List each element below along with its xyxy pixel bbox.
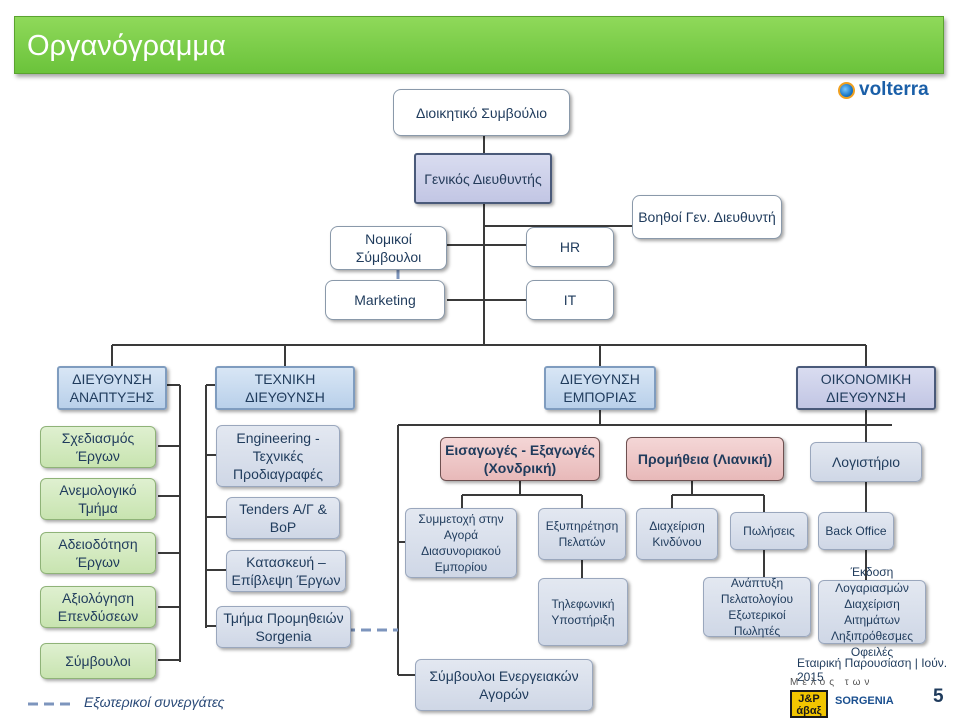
tech-unit-construction: Κατασκευή – Επίβλεψη Έργων <box>226 550 346 592</box>
commercial-customer-service: Εξυπηρέτηση Πελατών <box>538 508 626 560</box>
commercial-cross-border: Συμμετοχή στην Αγορά Διασυνοριακού Εμπορ… <box>405 508 517 578</box>
sorgenia-logo: SORGENIA <box>835 695 894 707</box>
commercial-energy-advisors: Σύμβουλοι Ενεργειακών Αγορών <box>415 659 593 711</box>
commercial-sales: Πωλήσεις <box>730 512 808 550</box>
finance-accounting: Λογιστήριο <box>810 442 922 482</box>
dev-unit-wind: Ανεμολογικό Τμήμα <box>40 478 156 520</box>
volterra-logo: volterra <box>838 79 938 101</box>
directorate-finance: ΟΙΚΟΝΟΜΙΚΗ ΔΙΕΥΘΥΝΣΗ <box>796 366 936 410</box>
commercial-client-development: Ανάπτυξη Πελατολογίου Εξωτερικοί Πωλητές <box>703 576 811 638</box>
marketing-box: Marketing <box>325 280 445 320</box>
commercial-wholesale: Εισαγωγές - Εξαγωγές (Χονδρική) <box>440 437 600 481</box>
commercial-retail: Προμήθεια (Λιανική) <box>626 437 784 481</box>
page-title: Οργανόγραμμα <box>14 16 944 74</box>
jp-avax-logo: J&P άβαξ <box>790 690 828 718</box>
directorate-commercial: ΔΙΕΥΘΥΝΣΗ ΕΜΠΟΡΙΑΣ <box>544 366 656 410</box>
finance-billing: Έκδοση Λογαριασμών Διαχείριση Αιτημάτων … <box>818 565 926 659</box>
dev-unit-design: Σχεδιασμός Έργων <box>40 426 156 468</box>
external-partners-legend: Εξωτερικοί συνεργάτες <box>84 694 225 710</box>
it-box: IT <box>526 280 614 320</box>
dev-unit-investment: Αξιολόγηση Επενδύσεων <box>40 586 156 628</box>
page-number: 5 <box>933 686 944 707</box>
assistant-box: Βοηθοί Γεν. Διευθυντή <box>632 195 782 239</box>
hr-box: HR <box>526 227 614 267</box>
commercial-telephone-support: Τηλεφωνική Υποστήριξη <box>538 578 628 646</box>
tech-unit-engineering: Engineering - Τεχνικές Προδιαγραφές <box>216 425 340 487</box>
tech-unit-procurement: Τμήμα Προμηθειών Sorgenia <box>216 606 351 648</box>
brand-name: volterra <box>859 79 929 100</box>
commercial-risk-management: Διαχείριση Κινδύνου <box>636 508 718 560</box>
gm-box: Γενικός Διευθυντής <box>414 153 552 204</box>
legal-box: Νομικοί Σύμβουλοι <box>330 226 447 270</box>
volterra-logo-icon <box>838 81 855 99</box>
dev-unit-advisors: Σύμβουλοι <box>40 643 156 679</box>
dev-unit-permits: Αδειοδότηση Έργων <box>40 532 156 574</box>
tech-unit-tenders: Tenders Α/Γ & BoP <box>226 497 340 539</box>
directorate-development: ΔΙΕΥΘΥΝΣΗ ΑΝΑΠΤΥΞΗΣ <box>57 366 167 410</box>
finance-back-office: Back Office <box>818 512 894 550</box>
footer-member-of: Μέλος των <box>790 677 874 688</box>
board-box: Διοικητικό Συμβούλιο <box>393 89 570 136</box>
footer-text: Εταιρική Παρουσίαση | Ιούν. 2015 <box>797 656 948 684</box>
directorate-technical: ΤΕΧΝΙΚΗ ΔΙΕΥΘΥΝΣΗ <box>215 366 355 410</box>
